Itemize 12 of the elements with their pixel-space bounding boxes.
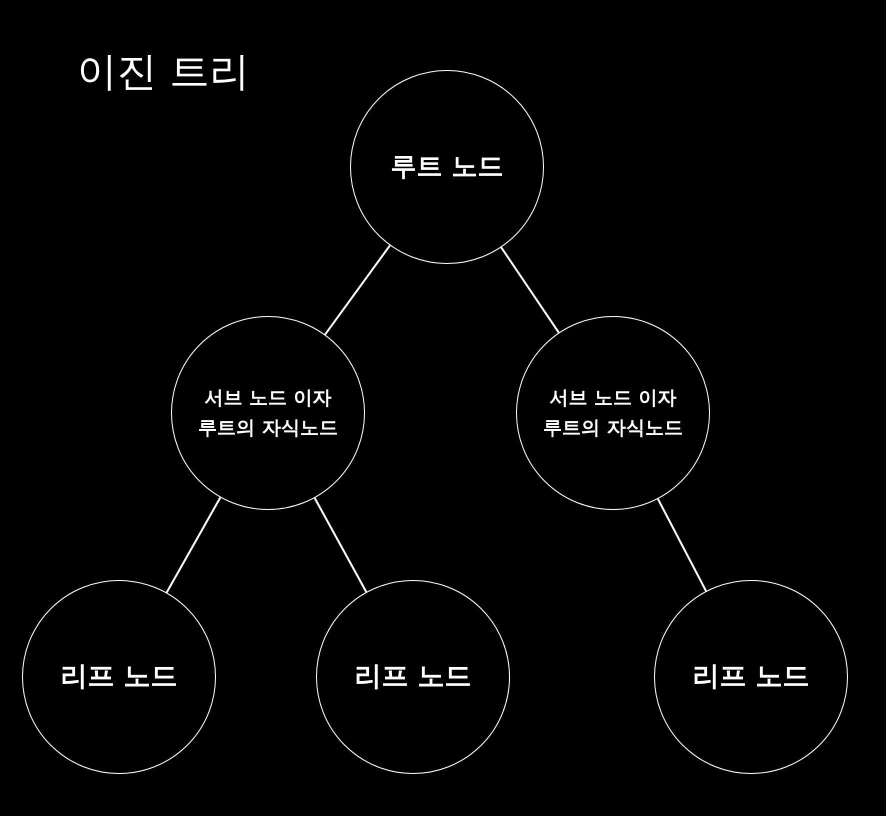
connector-line — [500, 246, 560, 334]
node-label: 리프 노드 — [59, 660, 179, 694]
node-label: 리프 노드 — [691, 660, 811, 694]
node-label: 서브 노드 이자 루트의 자식노드 — [197, 386, 339, 441]
node-label: 리프 노드 — [353, 660, 473, 694]
node-label: 루트 노드 — [389, 151, 505, 184]
connector-line — [314, 498, 368, 592]
connector-line — [166, 496, 222, 594]
connector-line — [324, 244, 391, 336]
diagram-title: 이진 트리 — [77, 48, 250, 97]
connector-line — [657, 498, 707, 592]
node-label: 서브 노드 이자 루트의 자식노드 — [542, 386, 684, 441]
